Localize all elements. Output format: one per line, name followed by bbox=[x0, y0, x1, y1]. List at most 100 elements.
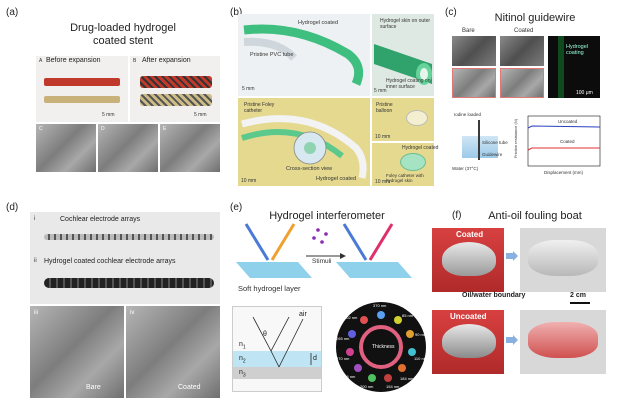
legend-uncoated: Uncoated bbox=[558, 119, 578, 124]
coated-balloon-shape bbox=[400, 153, 426, 171]
subpanel-B-label: B bbox=[133, 58, 137, 64]
panel-b-label: (b) bbox=[230, 7, 243, 18]
pvc-tube-drawing bbox=[243, 24, 364, 86]
subpanel-D-label: D bbox=[101, 126, 105, 132]
foley-catheter-photo: Pristine Foley catheter Cross-section vi… bbox=[238, 98, 370, 186]
pristine-balloon-label: Pristine balloon bbox=[376, 102, 393, 114]
wheel-label-1: 85 nm bbox=[402, 313, 414, 318]
wheel-label-5: 154 nm bbox=[386, 384, 400, 389]
arrow-icon-uncoated bbox=[506, 332, 518, 345]
friction-chart: Uncoated Coated Displacement (mm) Fricti… bbox=[513, 112, 606, 178]
hydrogel-film-layer bbox=[233, 351, 321, 367]
pristine-balloon-photo: Pristine balloon 10 mm bbox=[372, 98, 434, 141]
wheel-label-6: 200 nm bbox=[360, 384, 374, 389]
n3-subscript: 3 bbox=[242, 372, 246, 379]
air-label: air bbox=[299, 311, 307, 318]
expanded-gold-stent bbox=[140, 94, 212, 106]
coated-label: Coated bbox=[514, 28, 534, 34]
n1-subscript: 1 bbox=[242, 344, 246, 351]
scale-label-a2: 5 mm bbox=[194, 112, 207, 118]
panel-f-title: Anti-oil fouling boat bbox=[488, 210, 582, 222]
coated-electrode-sem: iv Coated bbox=[126, 306, 220, 398]
soft-layer-label: Soft hydrogel layer bbox=[238, 284, 301, 293]
subpanel-ii-label: ii bbox=[34, 258, 37, 264]
scale-label-b5: 10 mm bbox=[375, 179, 391, 185]
pvc-tube-photo: Hydrogel coated Pristine PVC tube 5 mm bbox=[238, 14, 370, 96]
subpanel-A-label: A bbox=[39, 58, 43, 64]
thickness-color-wheel: Thickness 370 nm 85 nm 90 nm 110 nm 184 … bbox=[336, 302, 428, 392]
after-expansion-label: After expansion bbox=[142, 57, 191, 64]
wheel-label-3: 110 nm bbox=[414, 356, 428, 361]
wheel-label-7: 216 nm bbox=[342, 374, 356, 379]
wheel-label-2: 90 nm bbox=[415, 332, 427, 337]
expanded-red-stent bbox=[140, 76, 212, 88]
panel-e-label: (e) bbox=[230, 202, 243, 213]
chart-xlabel: Displacement (mm) bbox=[544, 170, 584, 175]
arrow-icon-coated bbox=[506, 248, 518, 261]
n2-symbol: n bbox=[239, 355, 243, 362]
panel-a-label: (a) bbox=[6, 7, 19, 18]
panel-d-label: (d) bbox=[6, 202, 19, 213]
stent-before-photo: A Before expansion 5 mm bbox=[36, 56, 128, 122]
balloon-shape bbox=[406, 110, 428, 126]
coated-electrode-label: Coated bbox=[178, 384, 201, 391]
fouled-boat-shape bbox=[528, 322, 598, 358]
panel-c-title: Nitinol guidewire bbox=[494, 12, 576, 24]
hydrogel-coating-fluorescence: Hydrogel coating 100 μm bbox=[548, 36, 600, 98]
cochlear-arrays-photo: i Cochlear electrode arrays ii Hydrogel … bbox=[30, 212, 220, 304]
cross-section-label: Cross-section view bbox=[286, 166, 333, 172]
scale-label-f: 2 cm bbox=[570, 292, 586, 299]
pristine-foley-label: Pristine Foley catheter bbox=[244, 102, 275, 114]
chart-ylabel: Friction resistance (N) bbox=[513, 118, 519, 159]
sem-image-c: C bbox=[36, 124, 96, 172]
water-bath bbox=[462, 136, 498, 158]
scale-label-b1: 5 mm bbox=[242, 86, 255, 92]
bare-sem-top bbox=[452, 36, 496, 66]
wheel-center-label: Thickness bbox=[372, 344, 395, 350]
guidewire-rod bbox=[478, 120, 480, 160]
panel-a-title-line2: coated stent bbox=[93, 35, 153, 47]
subpanel-i-label: i bbox=[34, 216, 36, 222]
guidewire-label: Guidewire bbox=[482, 152, 503, 157]
hydrogel-skin-closeup: Hydrogel skin on outer surface Hydrogel … bbox=[372, 14, 434, 96]
coated-boat-shape bbox=[442, 242, 496, 276]
bare-sem-zoom bbox=[452, 68, 496, 98]
hydrogel-coated-label: Hydrogel coated bbox=[298, 20, 339, 26]
scale-label-c: 100 μm bbox=[576, 90, 593, 96]
foley-catheter-drawing bbox=[241, 115, 367, 179]
red-stent bbox=[44, 78, 120, 86]
subpanel-E-label: E bbox=[163, 126, 167, 132]
bare-electrode-array bbox=[44, 234, 214, 240]
coated-boat-photo: Coated bbox=[432, 228, 504, 292]
coated-sem-zoom bbox=[500, 68, 544, 98]
subpanel-C-label: C bbox=[39, 126, 43, 132]
fluorescent-strip bbox=[558, 36, 564, 98]
color-wheel-svg bbox=[346, 311, 416, 382]
pristine-pvc-label: Pristine PVC tube bbox=[250, 52, 294, 58]
iodine-label: Iodine loaded bbox=[454, 112, 482, 117]
cochlear2-label: Hydrogel coated cochlear electrode array… bbox=[44, 258, 176, 265]
foley-skin-label: Foley catheter with hydrogel skin bbox=[386, 173, 424, 183]
bare-electrode-sem: iii Bare bbox=[30, 306, 124, 398]
wheel-label-8: 270 nm bbox=[336, 356, 350, 361]
panel-e-title: Hydrogel interferometer bbox=[269, 210, 385, 222]
sem-image-d: D bbox=[98, 124, 158, 172]
stent-after-photo: B After expansion 5 mm bbox=[130, 56, 220, 122]
panel-f-label: (f) bbox=[452, 210, 462, 221]
interferometer-diagram bbox=[236, 223, 412, 278]
hydrogel-skin-label: Hydrogel skin on outer surface bbox=[380, 18, 431, 30]
thin-film-diagram: air θ n1 n2 n3 d bbox=[232, 306, 322, 392]
panel-a-title-line1: Drug-loaded hydrogel bbox=[70, 22, 176, 34]
coated-boat-label: Coated bbox=[456, 230, 484, 239]
ray-diagram bbox=[252, 316, 312, 368]
legend-coated: Coated bbox=[560, 139, 575, 144]
n3-symbol: n bbox=[239, 369, 243, 376]
gold-stent bbox=[44, 96, 120, 103]
stimuli-label: Stimuli bbox=[312, 258, 332, 265]
bare-electrode-label: Bare bbox=[86, 384, 101, 391]
uncoated-boat-label: Uncoated bbox=[450, 312, 487, 321]
cochlear1-label: Cochlear electrode arrays bbox=[60, 216, 141, 223]
sem-image-e: E bbox=[160, 124, 220, 172]
coated-boat-after-photo bbox=[520, 228, 606, 292]
bare-label: Bare bbox=[462, 28, 475, 34]
